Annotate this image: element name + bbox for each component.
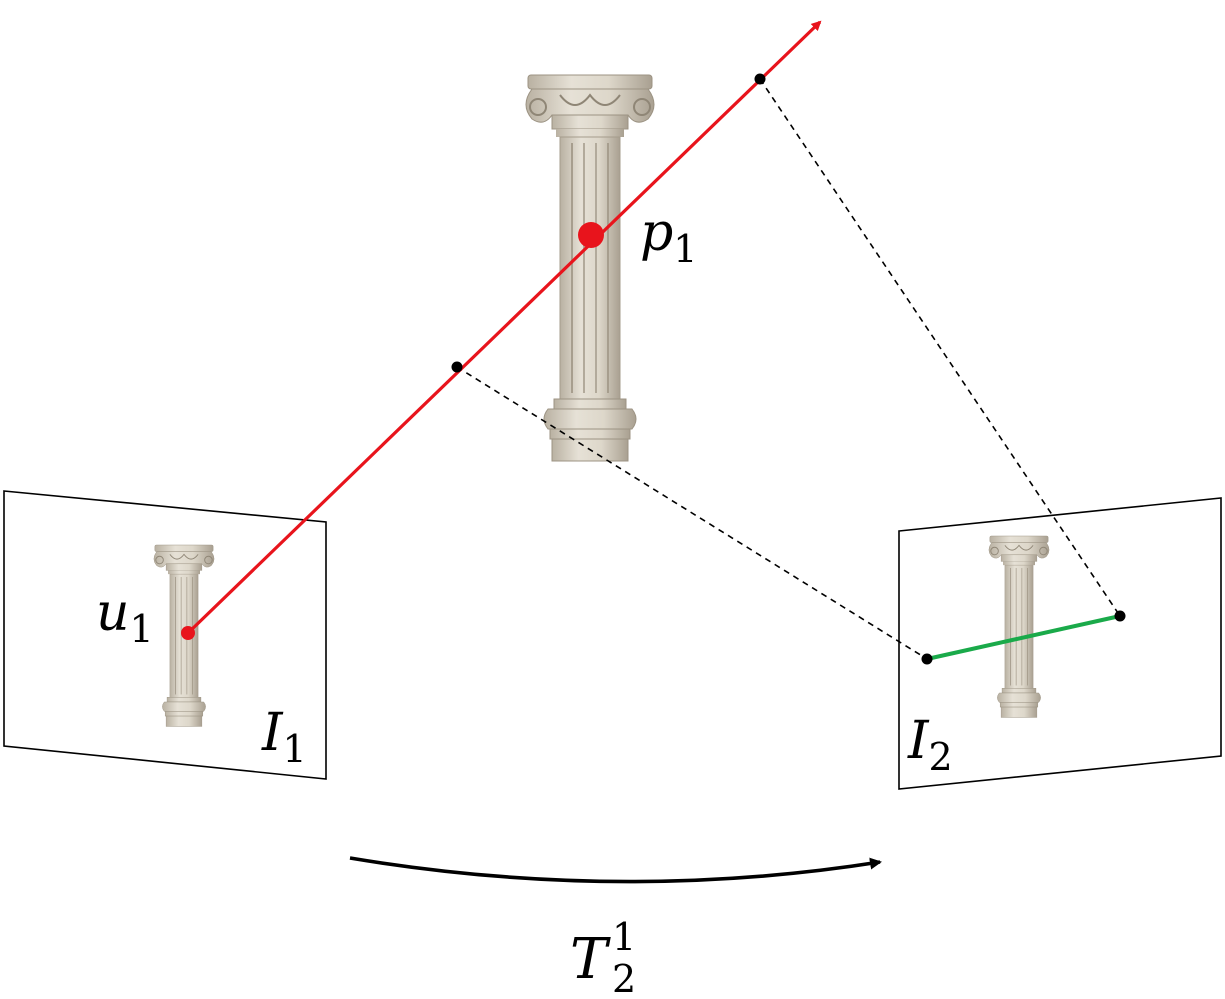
epipolar-line [926, 614, 1121, 661]
label-u1-base: u [96, 583, 130, 643]
label-u1: u1 [96, 583, 154, 651]
label-p1-base: p [640, 203, 673, 263]
label-transform: T [570, 927, 611, 992]
image-plane-2 [898, 497, 1222, 790]
projection-line-near [456, 366, 928, 660]
label-u1-sub: 1 [130, 607, 154, 651]
label-image-1: I1 [261, 703, 307, 771]
label-image-1-base: I [261, 703, 284, 763]
label-image-2-base: I [907, 711, 930, 771]
point-p1-marker [578, 222, 604, 248]
pixel-u1-marker [181, 626, 195, 640]
label-transform-sup: 1 [612, 915, 636, 959]
projection-line-far [759, 78, 1121, 617]
label-transform-base: T [570, 927, 611, 992]
label-image-2-sub: 2 [929, 735, 953, 779]
back-projection-ray [186, 20, 822, 635]
label-image-2: I2 [907, 711, 953, 779]
label-image-1-sub: 1 [283, 727, 307, 771]
ray-sample-point-far [754, 73, 766, 85]
epipolar-point-end [1114, 610, 1126, 622]
label-p1: p1 [640, 203, 697, 271]
ray-sample-point-near [451, 361, 463, 373]
label-transform-sub: 2 [612, 957, 636, 999]
epipolar-point-start [921, 653, 933, 665]
label-p1-sub: 1 [673, 227, 697, 271]
transform-arrow [349, 856, 882, 884]
image-plane-1 [3, 490, 327, 780]
column-image-2 [988, 535, 1050, 718]
column-3d-object [525, 74, 655, 462]
